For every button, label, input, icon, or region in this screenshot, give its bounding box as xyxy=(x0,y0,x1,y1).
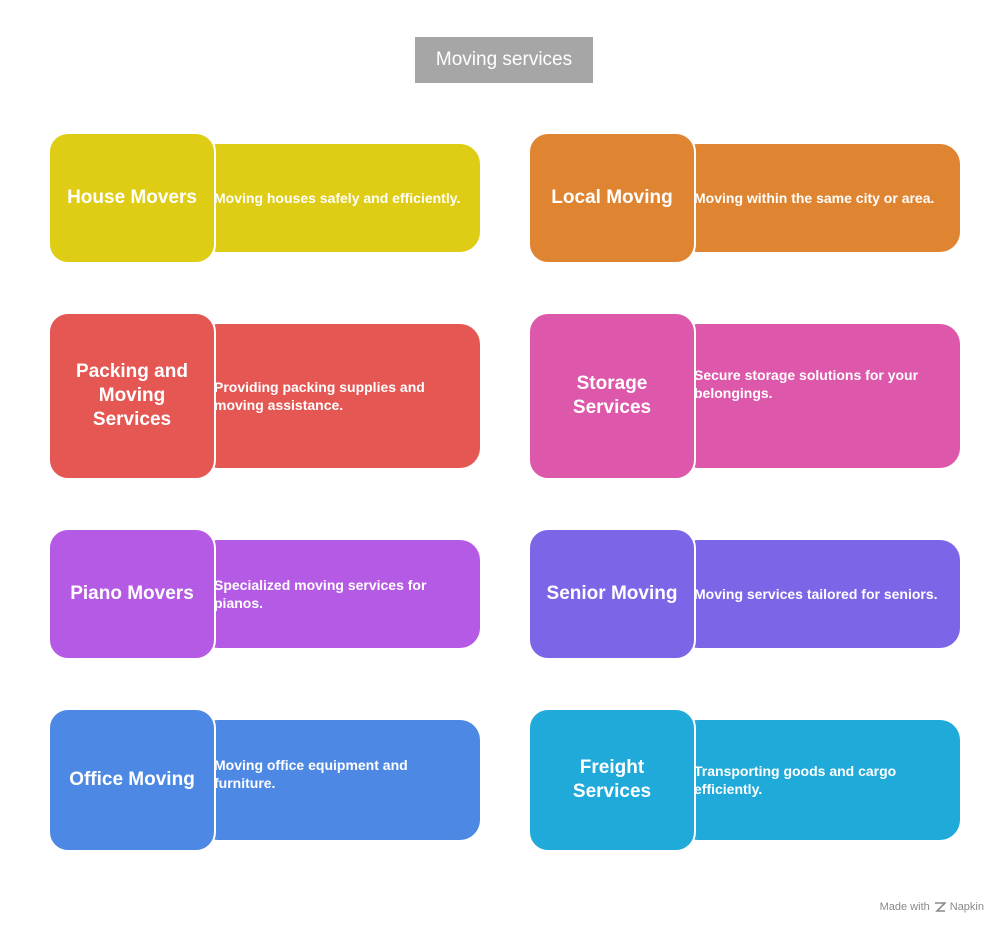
service-title: Office Moving xyxy=(48,708,216,852)
made-with-label: Made with xyxy=(879,901,930,913)
footer-attribution: Made with Napkin xyxy=(880,901,984,913)
service-title: Packing and Moving Services xyxy=(48,312,216,480)
service-title: Local Moving xyxy=(528,132,696,264)
service-description: Providing packing supplies and moving as… xyxy=(198,324,480,468)
service-description: Transporting goods and cargo efficiently… xyxy=(678,720,960,840)
service-title: Storage Services xyxy=(528,312,696,480)
service-title: House Movers xyxy=(48,132,216,264)
service-card-house-movers: Moving houses safely and efficiently. Ho… xyxy=(48,132,480,264)
service-card-storage-services: Secure storage solutions for your belong… xyxy=(528,312,960,480)
service-title: Freight Services xyxy=(528,708,696,852)
service-card-local-moving: Moving within the same city or area. Loc… xyxy=(528,132,960,264)
napkin-logo-icon xyxy=(934,901,947,913)
service-description: Secure storage solutions for your belong… xyxy=(678,324,960,468)
service-card-packing-and-moving: Providing packing supplies and moving as… xyxy=(48,312,480,480)
napkin-brand-label: Napkin xyxy=(949,901,984,913)
diagram-title: Moving services xyxy=(415,37,593,83)
service-title: Piano Movers xyxy=(48,528,216,660)
service-description: Specialized moving services for pianos. xyxy=(198,540,480,648)
service-description: Moving services tailored for seniors. xyxy=(678,540,960,648)
service-card-freight-services: Transporting goods and cargo efficiently… xyxy=(528,708,960,852)
service-title: Senior Moving xyxy=(528,528,696,660)
service-card-office-moving: Moving office equipment and furniture. O… xyxy=(48,708,480,852)
service-card-senior-moving: Moving services tailored for seniors. Se… xyxy=(528,528,960,660)
service-description: Moving houses safely and efficiently. xyxy=(198,144,480,252)
service-description: Moving within the same city or area. xyxy=(678,144,960,252)
service-card-piano-movers: Specialized moving services for pianos. … xyxy=(48,528,480,660)
service-description: Moving office equipment and furniture. xyxy=(198,720,480,840)
